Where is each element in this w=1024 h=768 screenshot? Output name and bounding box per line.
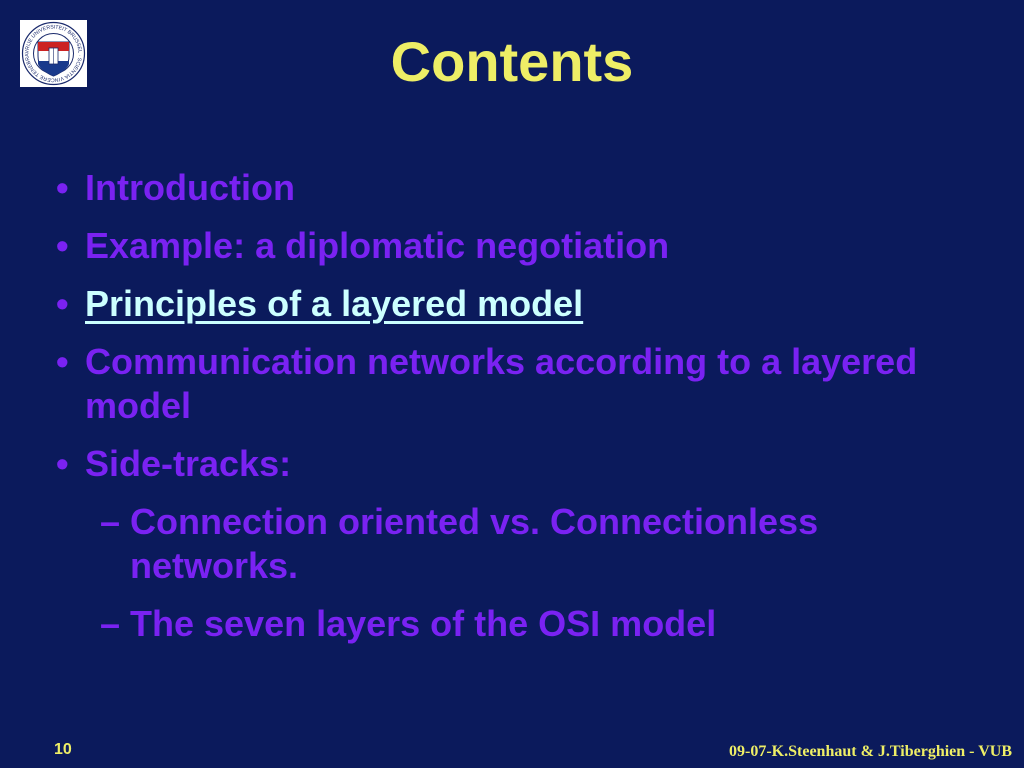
list-item-example: • Example: a diplomatic negotiation bbox=[56, 224, 956, 268]
sublist-item-connection-oriented: – Connection oriented vs. Connectionless… bbox=[100, 500, 956, 588]
bullet-marker: • bbox=[56, 225, 69, 266]
dash-marker: – bbox=[100, 501, 121, 542]
sublist-item-osi-layers: – The seven layers of the OSI model bbox=[100, 602, 956, 646]
list-item-principles-current: • Principles of a layered model bbox=[56, 282, 956, 326]
page-number: 10 bbox=[54, 741, 72, 758]
bullet-marker: • bbox=[56, 283, 69, 324]
list-item-side-tracks: • Side-tracks: bbox=[56, 442, 956, 486]
list-item-introduction: • Introduction bbox=[56, 166, 956, 210]
university-seal-icon: VRIJE UNIVERSITEIT BRUSSEL · SCIENTIA VI… bbox=[20, 20, 86, 86]
sublist-item-label: Connection oriented vs. Connectionless n… bbox=[130, 501, 819, 586]
bullet-marker: • bbox=[56, 443, 69, 484]
dash-marker: – bbox=[100, 603, 121, 644]
list-item-communication-networks: • Communication networks according to a … bbox=[56, 340, 956, 428]
footer-credit: 09-07-K.Steenhaut & J.Tiberghien - VUB bbox=[729, 743, 1012, 760]
contents-list: • Introduction • Example: a diplomatic n… bbox=[56, 166, 956, 660]
list-item-label: Side-tracks: bbox=[85, 443, 292, 484]
university-logo: VRIJE UNIVERSITEIT BRUSSEL · SCIENTIA VI… bbox=[20, 20, 87, 87]
list-item-label: Introduction bbox=[85, 167, 295, 208]
bullet-marker: • bbox=[56, 167, 69, 208]
list-item-label-current: Principles of a layered model bbox=[85, 283, 584, 324]
sublist-item-label: The seven layers of the OSI model bbox=[130, 603, 717, 644]
list-item-label: Communication networks according to a la… bbox=[85, 341, 918, 426]
slide-title: Contents bbox=[390, 30, 634, 93]
bullet-marker: • bbox=[56, 341, 69, 382]
list-item-label: Example: a diplomatic negotiation bbox=[85, 225, 670, 266]
